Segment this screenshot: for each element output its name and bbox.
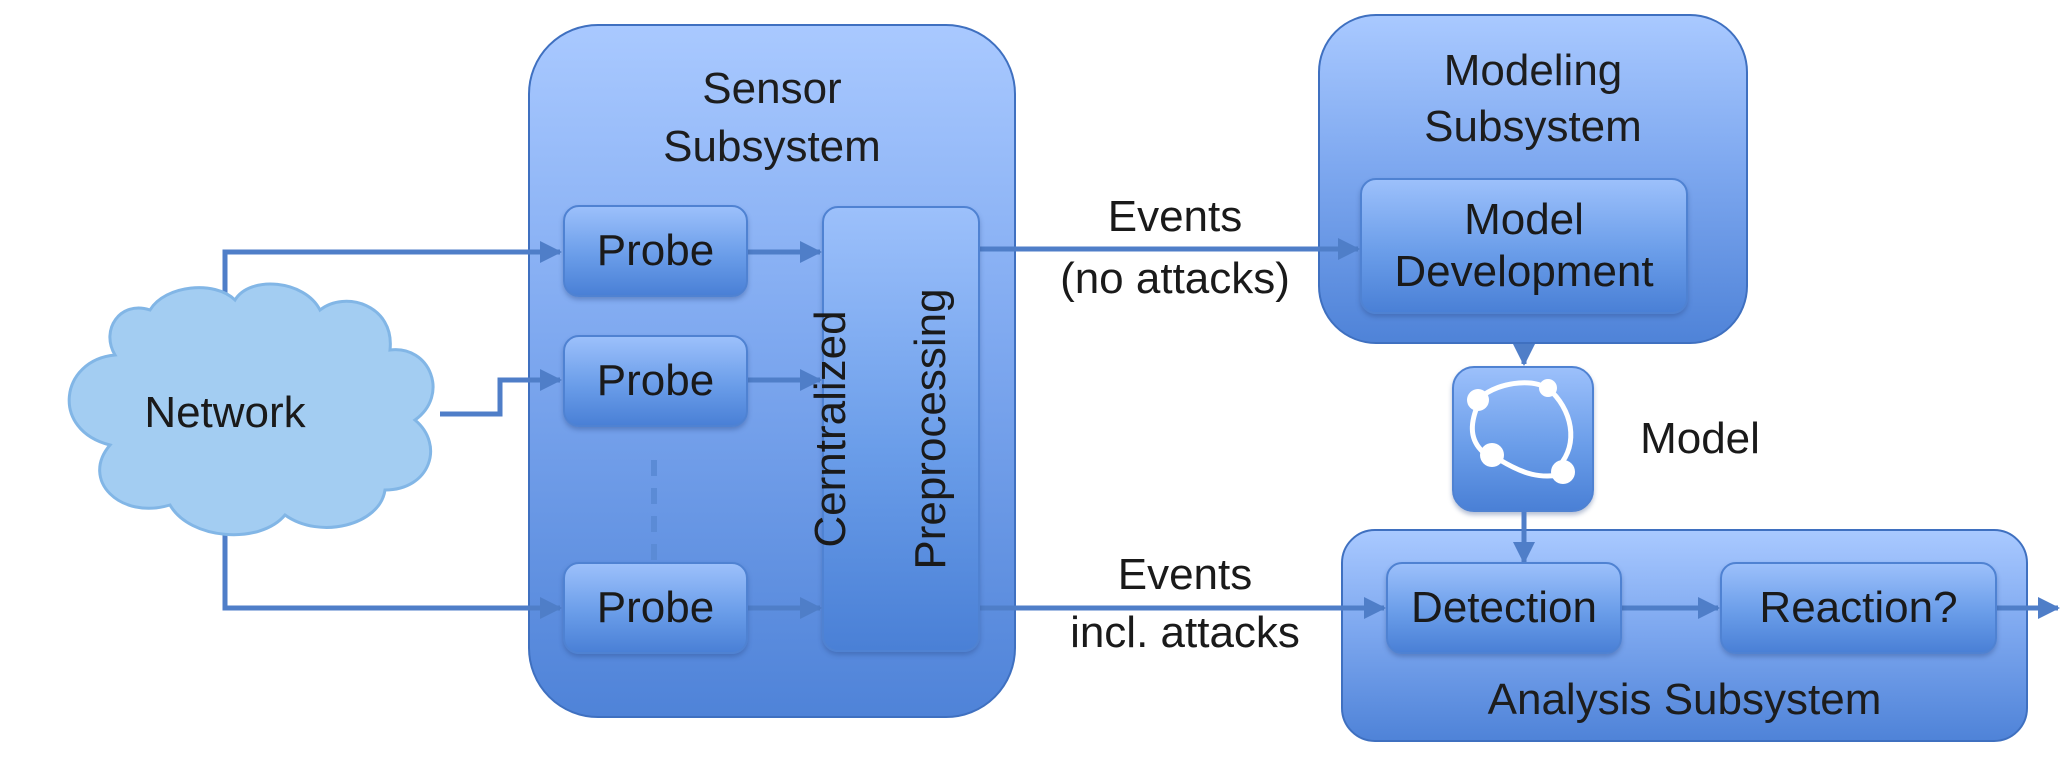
sensor-title-line1: Sensor — [702, 64, 842, 113]
events-attacks-line1: Events — [1117, 550, 1253, 599]
modeling-title-line1: Modeling — [1443, 46, 1623, 95]
ellipsis-dots — [651, 460, 657, 572]
network-label: Network — [144, 388, 306, 437]
model-dev-line1: Model — [1464, 195, 1584, 244]
events-attacks-line2: incl. attacks — [1070, 608, 1300, 657]
sensor-title-line2: Subsystem — [663, 122, 881, 171]
model-label: Model — [1640, 414, 1760, 463]
preprocessing-label-line1: Cerntralized — [806, 310, 855, 548]
preprocessing-box[interactable] — [822, 206, 980, 652]
arrow-network-probe3 — [222, 530, 562, 619]
analysis-title: Analysis Subsystem — [1487, 675, 1882, 724]
probe-2[interactable]: Probe — [563, 335, 748, 427]
reaction-box[interactable]: Reaction? — [1720, 562, 1997, 654]
model-dev-line2: Development — [1394, 247, 1654, 296]
modeling-title-line2: Subsystem — [1424, 102, 1642, 151]
arrow-network-probe1 — [222, 241, 562, 300]
model-development-box[interactable]: Model Development — [1360, 178, 1688, 314]
probe-3[interactable]: Probe — [563, 562, 748, 654]
model-icon-box[interactable] — [1452, 366, 1594, 512]
preprocessing-label-line2: Preprocessing — [906, 288, 955, 570]
detection-box[interactable]: Detection — [1386, 562, 1622, 654]
events-no-attacks-line2: (no attacks) — [1060, 254, 1290, 303]
events-no-attacks-line1: Events — [1107, 192, 1243, 241]
probe-1[interactable]: Probe — [563, 205, 748, 297]
